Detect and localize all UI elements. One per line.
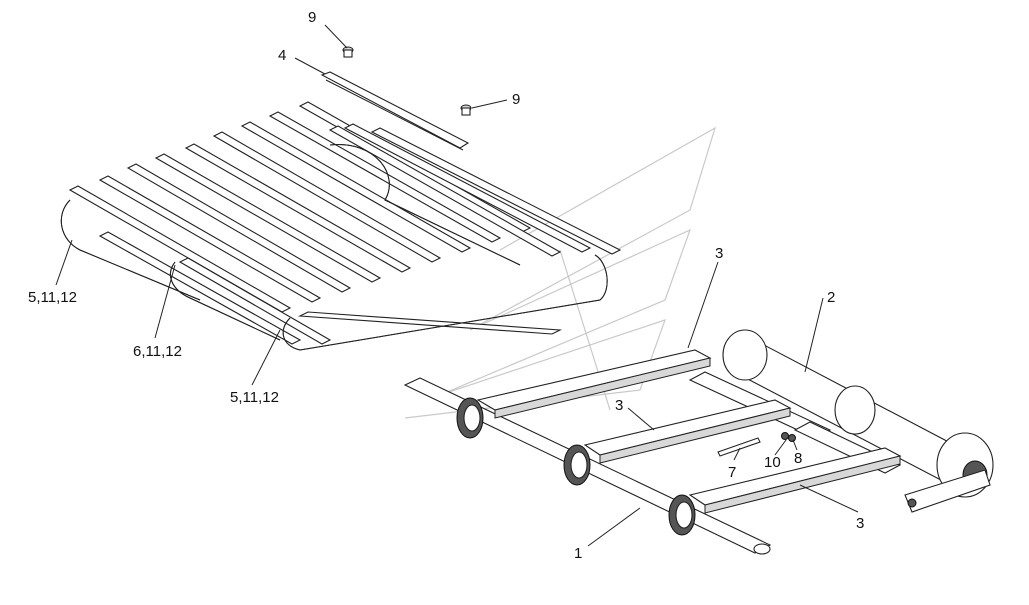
leader-lines: [55, 24, 859, 547]
callout-1: 1: [574, 545, 582, 562]
sprocket: [668, 494, 696, 536]
bolt-cap: [342, 46, 354, 58]
front-chain: [282, 254, 608, 351]
sprocket: [456, 397, 484, 439]
idler-roller: [722, 329, 994, 498]
callout-labels: 9 4 9 5,11,12 6,11,12 5,11,12 3 2 3 7 10…: [28, 9, 864, 562]
conveyor-slats: [68, 101, 622, 345]
callout-5-left: 5,11,12: [28, 289, 77, 306]
callout-9-top: 9: [308, 9, 316, 26]
top-rail-bar: [320, 71, 470, 151]
side-frame-bar: [688, 447, 902, 514]
callout-5-bottom: 5,11,12: [230, 389, 279, 406]
callout-3-middle: 3: [615, 397, 623, 414]
pin: [717, 437, 761, 457]
sprocket: [563, 444, 591, 486]
bolt-cap: [460, 104, 472, 116]
callout-3-bottom: 3: [856, 515, 864, 532]
washer-nut: [781, 432, 796, 442]
callout-9-right: 9: [512, 91, 520, 108]
callout-6: 6,11,12: [133, 343, 182, 360]
callout-7: 7: [728, 464, 736, 481]
callout-10: 10: [764, 454, 781, 471]
callout-4: 4: [278, 47, 286, 64]
callout-8: 8: [794, 450, 802, 467]
left-chain: [60, 199, 201, 301]
tensioner-arm: [904, 469, 991, 513]
callout-2: 2: [827, 289, 835, 306]
middle-chain: [170, 261, 281, 341]
side-frame-bar: [476, 349, 712, 419]
rear-chain: [329, 144, 521, 266]
callout-3-top: 3: [715, 245, 723, 262]
side-frame-bar: [583, 399, 792, 464]
